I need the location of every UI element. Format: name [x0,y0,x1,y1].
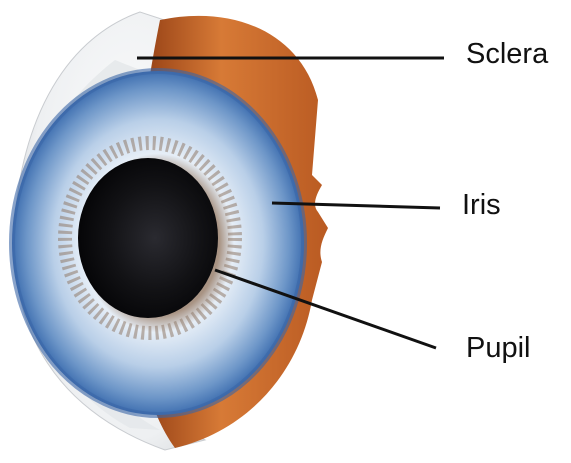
pupil-shape [78,158,218,318]
sclera-label: Sclera [466,40,548,69]
pupil-label: Pupil [466,334,531,363]
iris-label: Iris [462,191,501,220]
